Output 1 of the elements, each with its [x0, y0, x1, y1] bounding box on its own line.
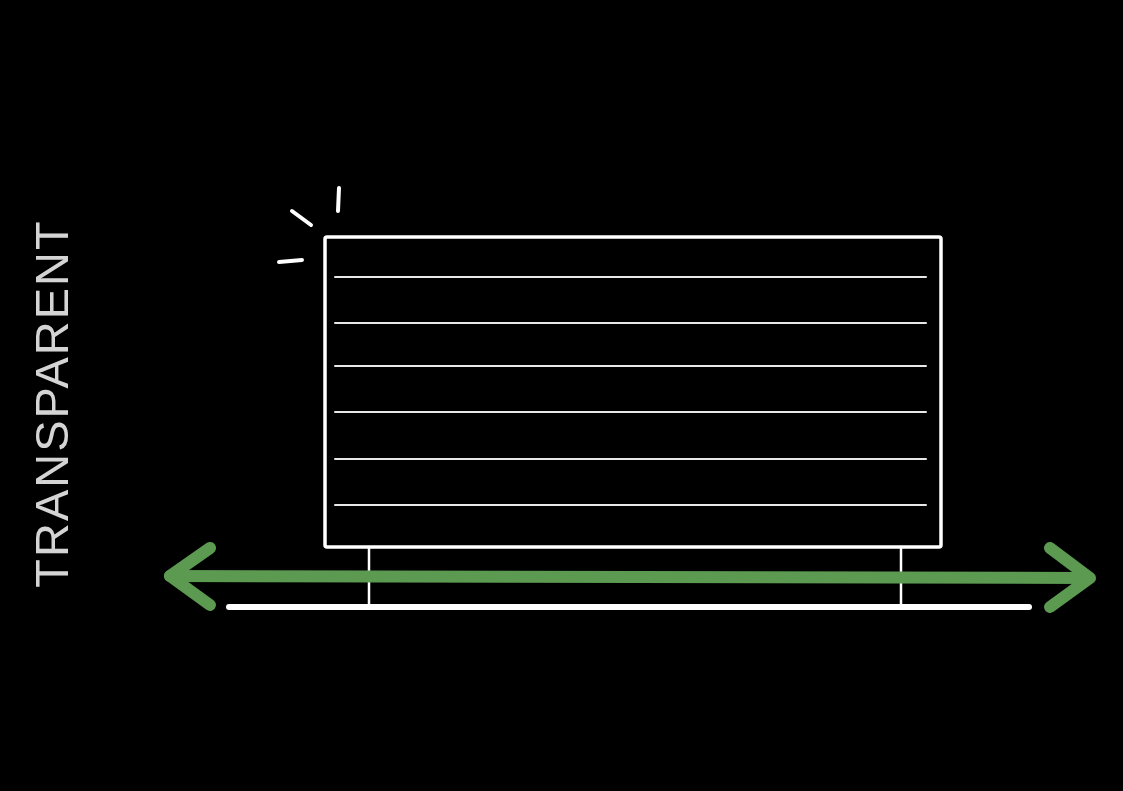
vertical-title: TRANSPARENT: [27, 218, 75, 588]
